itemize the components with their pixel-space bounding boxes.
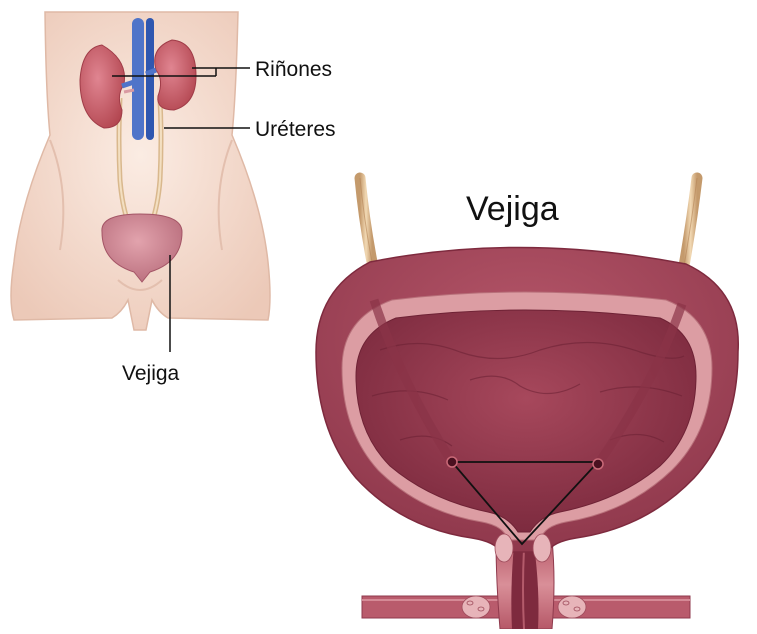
ureters-label: Uréteres xyxy=(255,119,336,140)
vena-cava-vessel xyxy=(146,18,154,140)
bladder-left-ureter xyxy=(360,178,372,262)
sphincter-right xyxy=(558,596,586,618)
bladder-label: Vejiga xyxy=(122,363,179,384)
right-kidney xyxy=(155,40,196,110)
kidneys-label: Riñones xyxy=(255,59,332,80)
bladder-neck-left xyxy=(495,534,513,562)
aorta-vessel xyxy=(132,18,144,140)
left-ureteral-orifice xyxy=(447,457,457,467)
bladder-neck-right xyxy=(533,534,551,562)
sphincter-left xyxy=(462,596,490,618)
right-ureteral-orifice xyxy=(593,459,603,469)
bladder-figure-title: Vejiga xyxy=(466,192,559,226)
